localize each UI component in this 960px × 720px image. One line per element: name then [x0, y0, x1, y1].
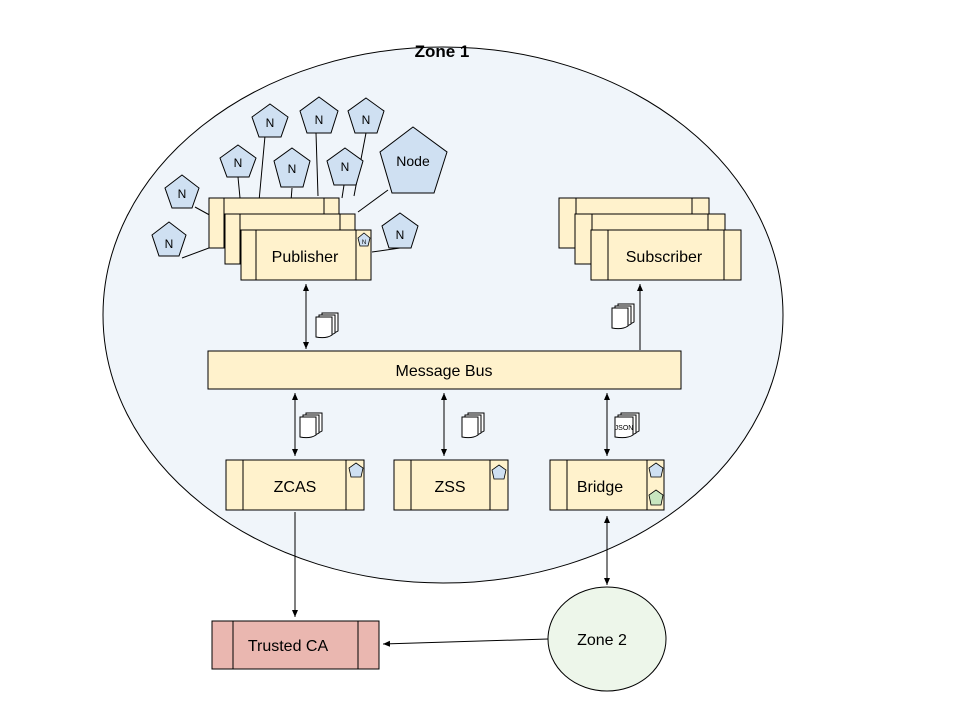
zss-label: ZSS — [434, 479, 465, 496]
node-n-7[interactable]: N — [273, 147, 311, 188]
bridge-box[interactable]: Bridge — [549, 459, 665, 511]
node-n-2[interactable]: N — [151, 221, 187, 257]
node-n-6[interactable]: N — [347, 97, 385, 134]
zss-box[interactable]: ZSS — [393, 459, 509, 511]
document-icon-subscriber — [611, 303, 635, 330]
node-n-8[interactable]: N — [326, 147, 364, 186]
bridge-green-pentagon-icon — [648, 489, 664, 506]
trusted-ca-box[interactable]: Trusted CA — [211, 620, 380, 670]
zone2-label: Zone 2 — [577, 632, 627, 649]
arrows — [292, 284, 643, 647]
zcas-label: ZCAS — [274, 479, 317, 496]
svg-text:N: N — [315, 113, 324, 127]
subscriber-label: Subscriber — [626, 249, 703, 266]
document-icon-zss — [461, 412, 485, 439]
zss-pentagon-icon — [491, 464, 507, 480]
publisher-label: Publisher — [272, 249, 339, 266]
subscriber-stack[interactable]: Subscriber — [558, 197, 742, 281]
svg-text:N: N — [165, 237, 174, 251]
zcas-pentagon-icon — [348, 462, 364, 478]
svg-text:JSON: JSON — [615, 425, 634, 432]
svg-text:N: N — [341, 160, 350, 174]
node-n-3[interactable]: N — [219, 144, 257, 178]
trusted-ca-label: Trusted CA — [248, 638, 329, 655]
zcas-box[interactable]: ZCAS — [225, 459, 365, 511]
node-n-4[interactable]: N — [251, 103, 289, 138]
bridge-pentagon-icon — [648, 462, 664, 478]
publisher-stack[interactable]: Publisher N — [208, 197, 372, 281]
zone2-circle[interactable]: Zone 2 — [547, 586, 667, 692]
node-links — [181, 132, 401, 259]
message-bus[interactable]: Message Bus — [207, 350, 682, 390]
document-icon-zcas — [299, 412, 323, 439]
svg-text:N: N — [266, 116, 275, 130]
document-icon-publisher — [315, 312, 339, 339]
svg-text:N: N — [362, 113, 371, 127]
svg-text:N: N — [234, 156, 243, 170]
zone1-label: Zone 1 — [415, 42, 470, 61]
svg-text:N: N — [178, 187, 187, 201]
message-bus-label: Message Bus — [396, 363, 493, 380]
json-document-icon: JSON — [614, 412, 640, 439]
zone1-boundary — [102, 46, 784, 584]
svg-text:N: N — [396, 228, 405, 242]
node-n-5[interactable]: N — [299, 96, 339, 134]
svg-text:N: N — [362, 240, 366, 246]
node-n-1[interactable]: N — [164, 174, 200, 209]
node-large-label: Node — [396, 153, 430, 169]
node-n-9[interactable]: N — [381, 212, 419, 249]
publisher-node-icon: N — [357, 232, 371, 247]
svg-text:N: N — [288, 162, 297, 176]
bridge-label: Bridge — [577, 479, 623, 496]
node-large[interactable]: Node — [379, 126, 448, 194]
